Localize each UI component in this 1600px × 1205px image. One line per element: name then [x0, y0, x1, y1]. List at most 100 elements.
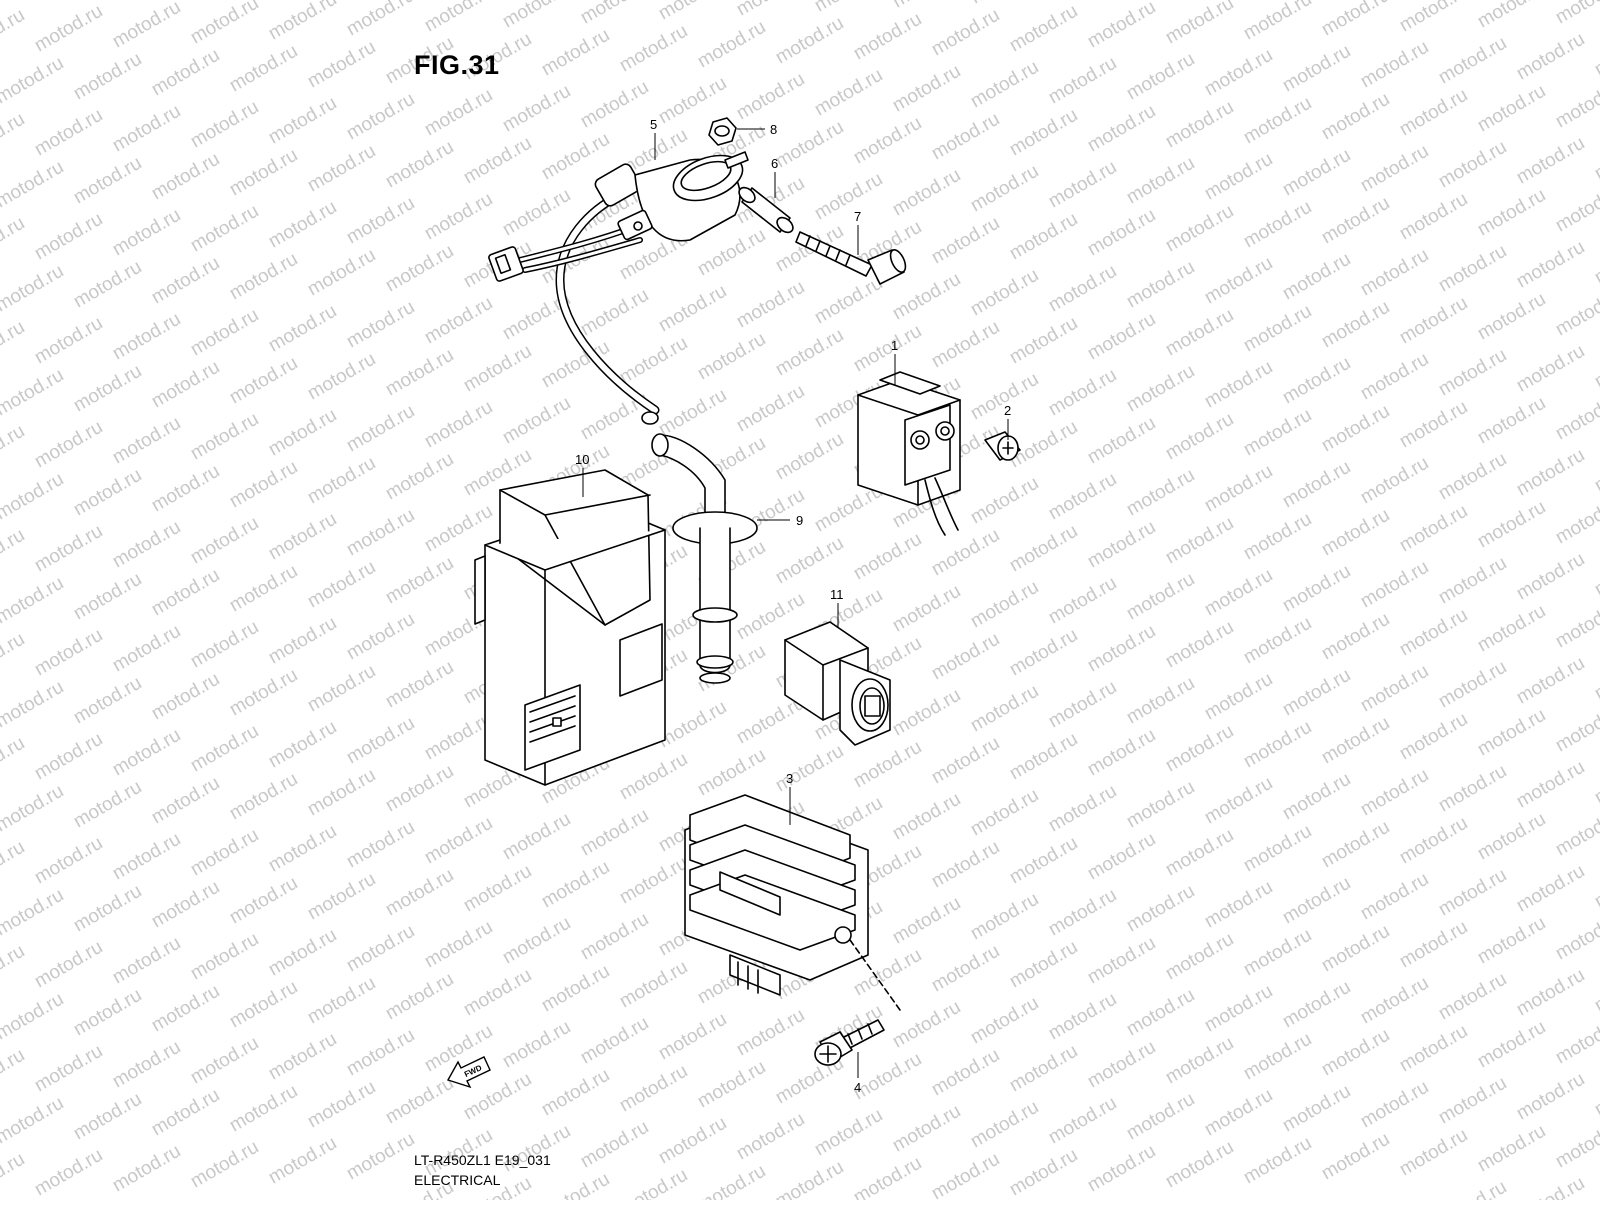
watermark-text: motod.ru	[1513, 341, 1588, 397]
watermark-text: motod.ru	[616, 333, 691, 389]
watermark-text: motod.ru	[70, 569, 145, 625]
watermark-text: motod.ru	[1435, 449, 1510, 505]
watermark-text: motod.ru	[0, 1149, 28, 1200]
watermark-text: motod.ru	[31, 833, 106, 889]
watermark-text: motod.ru	[148, 253, 223, 309]
watermark-text: motod.ru	[226, 353, 301, 409]
watermark-text: motod.ru	[1552, 1117, 1600, 1173]
watermark-text: motod.ru	[1162, 0, 1237, 48]
watermark-text: motod.ru	[1474, 393, 1549, 449]
watermark-text: motod.ru	[31, 417, 106, 473]
watermark-text: motod.ru	[1591, 337, 1600, 393]
watermark-text: motod.ru	[226, 561, 301, 617]
watermark-text: motod.ru	[109, 101, 184, 157]
watermark-text: motod.ru	[1162, 201, 1237, 257]
watermark-text: motod.ru	[1123, 257, 1198, 313]
callout-6: 6	[771, 156, 778, 171]
watermark-text: motod.ru	[1474, 601, 1549, 657]
watermark-text: motod.ru	[1006, 1, 1081, 57]
watermark-text: motod.ru	[1318, 713, 1393, 769]
watermark-text: motod.ru	[31, 521, 106, 577]
watermark-text: motod.ru	[772, 13, 847, 69]
watermark-text: motod.ru	[577, 805, 652, 861]
watermark-text: motod.ru	[1162, 1137, 1237, 1193]
watermark-text: motod.ru	[1318, 0, 1393, 40]
watermark-text: motod.ru	[1435, 137, 1510, 193]
watermark-text: motod.ru	[187, 929, 262, 985]
watermark-text: motod.ru	[187, 409, 262, 465]
watermark-text: motod.ru	[889, 685, 964, 741]
watermark-text: motod.ru	[655, 1009, 730, 1065]
watermark-text: motod.ru	[1279, 1081, 1354, 1137]
watermark-text: motod.ru	[772, 533, 847, 589]
watermark-text: motod.ru	[1123, 985, 1198, 1041]
watermark-text: motod.ru	[382, 137, 457, 193]
watermark-text: motod.ru	[655, 0, 730, 24]
watermark-text: motod.ru	[1591, 129, 1600, 185]
watermark-text: motod.ru	[343, 921, 418, 977]
watermark-text: motod.ru	[1084, 725, 1159, 781]
watermark-text: motod.ru	[1045, 989, 1120, 1045]
watermark-text: motod.ru	[1045, 573, 1120, 629]
watermark-text: motod.ru	[460, 341, 535, 397]
watermark-text: motod.ru	[1591, 961, 1600, 1017]
watermark-text: motod.ru	[343, 401, 418, 457]
watermark-text: motod.ru	[1123, 361, 1198, 417]
watermark-text: motod.ru	[967, 161, 1042, 217]
watermark-text: motod.ru	[1162, 409, 1237, 465]
watermark-text: motod.ru	[70, 465, 145, 521]
watermark-text: motod.ru	[967, 57, 1042, 113]
watermark-text: motod.ru	[1474, 289, 1549, 345]
watermark-text: motod.ru	[1123, 569, 1198, 625]
watermark-text: motod.ru	[577, 285, 652, 341]
watermark-text: motod.ru	[1240, 925, 1315, 981]
watermark-text: motod.ru	[1318, 89, 1393, 145]
watermark-text: motod.ru	[1201, 877, 1276, 933]
watermark-text: motod.ru	[1357, 869, 1432, 925]
watermark-text: motod.ru	[694, 17, 769, 73]
watermark-text: motod.ru	[499, 0, 574, 32]
watermark-text: motod.ru	[889, 1101, 964, 1157]
watermark-text: motod.ru	[577, 0, 652, 28]
watermark-text: motod.ru	[1513, 1069, 1588, 1125]
watermark-text: motod.ru	[967, 0, 1042, 8]
watermark-text: motod.ru	[148, 877, 223, 933]
watermark-text: motod.ru	[499, 1017, 574, 1073]
watermark-text: motod.ru	[31, 1, 106, 57]
watermark-text: motod.ru	[1552, 701, 1600, 757]
watermark-text: motod.ru	[694, 1161, 769, 1200]
watermark-text: motod.ru	[1084, 205, 1159, 261]
watermark-text: motod.ru	[1552, 909, 1600, 965]
watermark-text: motod.ru	[772, 429, 847, 485]
watermark-text: motod.ru	[1084, 829, 1159, 885]
watermark-text: motod.ru	[772, 741, 847, 797]
watermark-text: motod.ru	[1084, 1141, 1159, 1197]
watermark-text: motod.ru	[421, 85, 496, 141]
watermark-text: motod.ru	[1474, 913, 1549, 969]
watermark-text: motod.ru	[265, 93, 340, 149]
watermark-text: motod.ru	[1123, 153, 1198, 209]
watermark-text: motod.ru	[928, 1045, 1003, 1101]
watermark-text: motod.ru	[1279, 41, 1354, 97]
watermark-text: motod.ru	[1240, 301, 1315, 357]
watermark-text: motod.ru	[1240, 197, 1315, 253]
watermark-text: motod.ru	[226, 457, 301, 513]
watermark-text: motod.ru	[1240, 1133, 1315, 1189]
watermark-text: motod.ru	[1396, 293, 1471, 349]
watermark-text: motod.ru	[1435, 241, 1510, 297]
watermark-text: motod.ru	[1396, 397, 1471, 453]
watermark-text: motod.ru	[616, 749, 691, 805]
watermark-text: motod.ru	[655, 697, 730, 753]
watermark-text: motod.ru	[1435, 1177, 1510, 1200]
watermark-text: motod.ru	[109, 1037, 184, 1093]
watermark-text: motod.ru	[772, 117, 847, 173]
watermark-text: motod.ru	[1396, 1021, 1471, 1077]
watermark-text: motod.ru	[70, 985, 145, 1041]
watermark-text: motod.ru	[967, 681, 1042, 737]
watermark-text: motod.ru	[226, 873, 301, 929]
watermark-text: motod.ru	[772, 325, 847, 381]
watermark-text: motod.ru	[1240, 509, 1315, 565]
watermark-text: motod.ru	[1123, 49, 1198, 105]
callout-5: 5	[650, 117, 657, 132]
